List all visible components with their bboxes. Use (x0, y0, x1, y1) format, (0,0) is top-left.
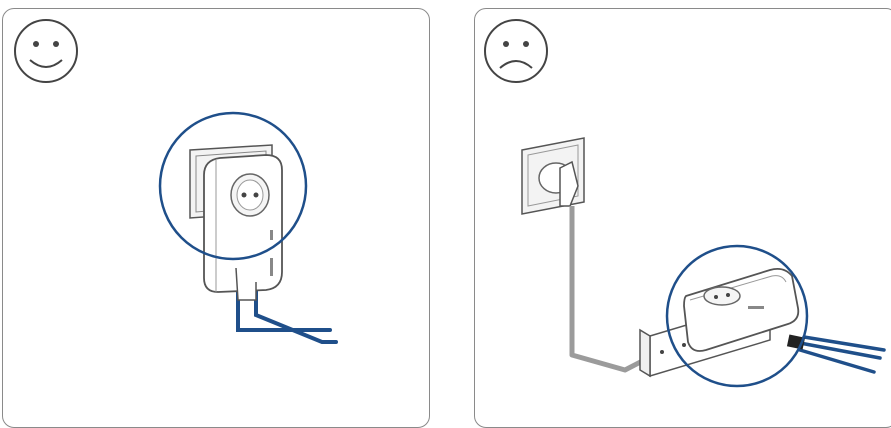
powerline-adapter-icon (683, 267, 800, 352)
smiley-face-icon (14, 19, 78, 83)
network-cable-icon (798, 335, 886, 374)
illustration (14, 19, 886, 388)
highlight-circle-icon (665, 244, 809, 388)
sad-face-icon (484, 19, 548, 83)
powerline-adapter-icon (203, 154, 283, 301)
highlight-circle-icon (158, 111, 308, 261)
wall-socket-icon (521, 137, 585, 215)
